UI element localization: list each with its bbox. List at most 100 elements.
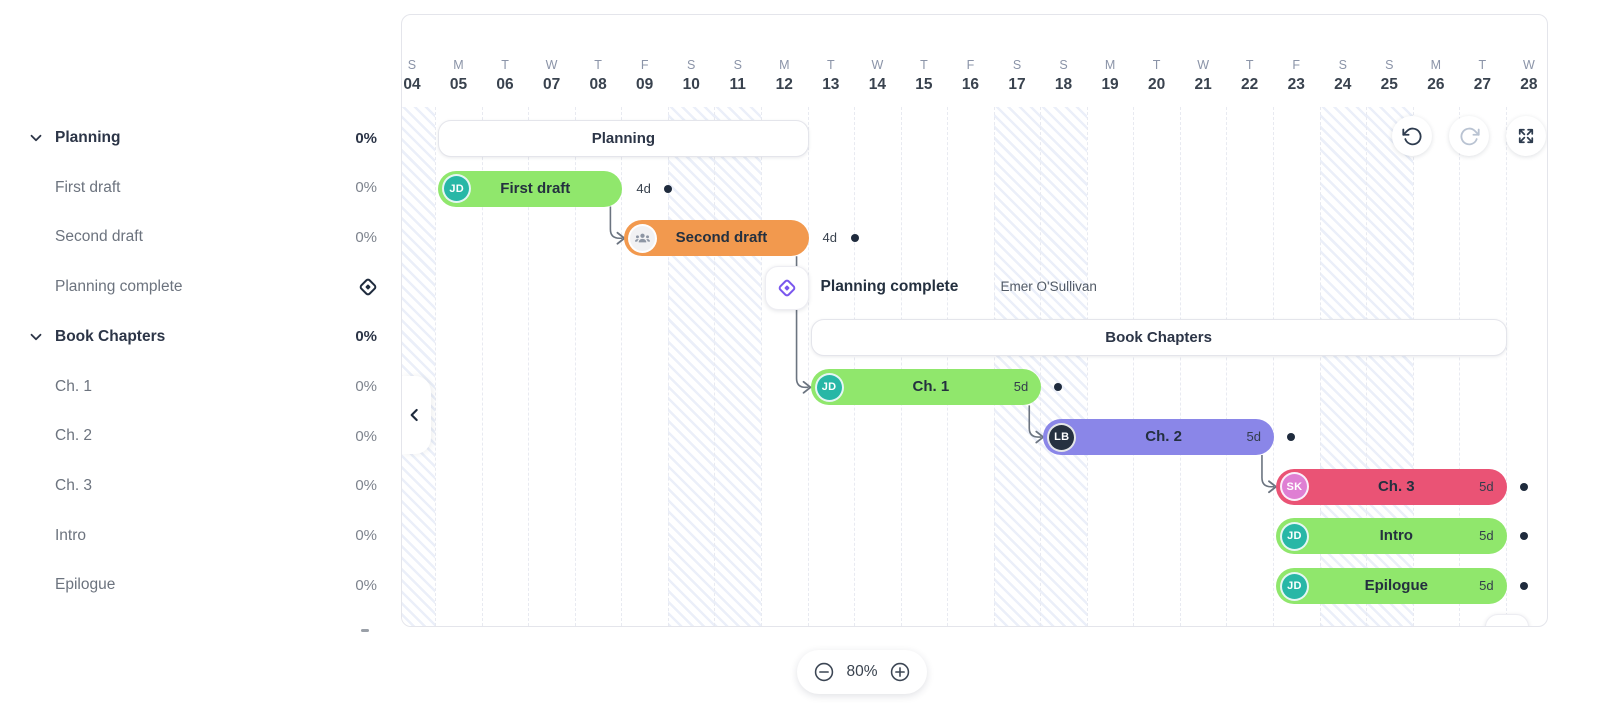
day-grid-line	[714, 107, 716, 626]
day-number-label: 24	[1334, 76, 1352, 93]
milestone-label: Planning complete	[820, 277, 959, 295]
task-name: Ch. 3	[55, 476, 93, 494]
day-of-week-label: T	[920, 58, 928, 72]
day-of-week-label: M	[1430, 58, 1442, 72]
expand-button[interactable]	[1506, 116, 1546, 156]
day-grid-line	[807, 107, 809, 626]
day-of-week-label: T	[826, 58, 835, 72]
day-number-label: 13	[822, 76, 840, 93]
task-duration-label: 5d	[1013, 379, 1029, 395]
milestone-diamond-icon	[1496, 625, 1518, 627]
day-of-week-label: W	[545, 58, 558, 72]
zoom-level-value: 80%	[846, 663, 878, 680]
task-list-row[interactable]: Planning complete	[0, 262, 401, 312]
collapse-sidebar-handle[interactable]	[402, 376, 431, 454]
day-grid-line	[1366, 107, 1368, 626]
day-grid-line	[667, 107, 669, 626]
task-bar-label: Epilogue	[1364, 577, 1428, 595]
day-grid-line	[574, 107, 576, 626]
task-duration-label: 5d	[1479, 478, 1494, 494]
day-number-label: 19	[1101, 76, 1119, 93]
day-of-week-label: W	[1197, 58, 1210, 72]
day-of-week-label: W	[1523, 58, 1535, 72]
day-number-label: 09	[636, 76, 654, 93]
collapse-group-toggle[interactable]	[27, 328, 45, 346]
task-name: Planning complete	[55, 278, 183, 296]
dependency-dot[interactable]	[1519, 582, 1528, 591]
day-grid-line	[1226, 107, 1228, 626]
task-bar[interactable]: Second draft	[624, 220, 809, 257]
task-list-row[interactable]: Epilogue 0%	[0, 560, 401, 610]
task-bar-label: Ch. 3	[1377, 477, 1415, 495]
day-number-label: 08	[589, 76, 607, 93]
dependency-dot[interactable]	[1519, 482, 1528, 491]
dependency-dot[interactable]	[1519, 532, 1528, 541]
day-header-cell: M 26	[1413, 57, 1460, 95]
dependency-dot[interactable]	[1286, 433, 1295, 442]
day-number-label: 27	[1473, 76, 1491, 93]
task-list-row[interactable]: Book Chapters 0%	[0, 312, 401, 362]
dependency-dot[interactable]	[664, 184, 673, 193]
task-name: Book Chapters	[55, 327, 166, 345]
redo-icon	[1459, 126, 1480, 147]
milestone-marker-partial[interactable]	[1484, 614, 1529, 627]
task-duration-label: 5d	[1479, 528, 1494, 544]
day-number-label: 26	[1427, 76, 1445, 93]
undo-button[interactable]	[1392, 116, 1432, 156]
summary-bar-label: Planning	[591, 130, 656, 147]
task-name: Ch. 2	[55, 427, 93, 445]
task-duration-label: 4d	[636, 180, 651, 196]
task-progress: 0%	[355, 228, 377, 246]
dependency-dot[interactable]	[1054, 383, 1063, 392]
day-of-week-label: M	[779, 58, 790, 72]
day-grid-line	[1505, 107, 1507, 626]
assignee-avatar: JD	[1279, 571, 1309, 601]
task-name: Epilogue	[55, 576, 116, 594]
milestone-marker[interactable]	[764, 265, 809, 310]
task-progress: 0%	[355, 179, 377, 197]
redo-button[interactable]	[1449, 116, 1489, 156]
zoom-out-button[interactable]	[813, 661, 835, 683]
summary-bar-label: Book Chapters	[1105, 328, 1212, 346]
day-of-week-label: T	[594, 58, 602, 72]
day-number-label: 04	[403, 76, 421, 93]
day-of-week-label: S	[407, 58, 417, 72]
task-progress: 0%	[355, 576, 377, 594]
zoom-in-button[interactable]	[889, 661, 911, 683]
day-grid-line	[1133, 107, 1135, 626]
summary-bar[interactable]: Book Chapters	[810, 318, 1507, 356]
task-bar-label: Ch. 2	[1145, 428, 1182, 446]
dependency-dot[interactable]	[850, 234, 859, 243]
chevron-left-icon	[405, 405, 425, 425]
summary-bar[interactable]: Planning	[438, 120, 809, 157]
day-number-label: 20	[1147, 76, 1166, 93]
milestone-diamond-icon	[359, 278, 377, 296]
day-of-week-label: S	[1385, 58, 1394, 72]
collapse-group-toggle[interactable]	[27, 129, 45, 147]
day-number-label: 12	[775, 76, 793, 93]
task-name: Intro	[55, 526, 87, 544]
weekend-column	[402, 107, 436, 626]
task-progress: 0%	[355, 328, 377, 346]
day-header-cell: T 08	[575, 57, 622, 95]
day-number-label: 11	[729, 76, 746, 93]
